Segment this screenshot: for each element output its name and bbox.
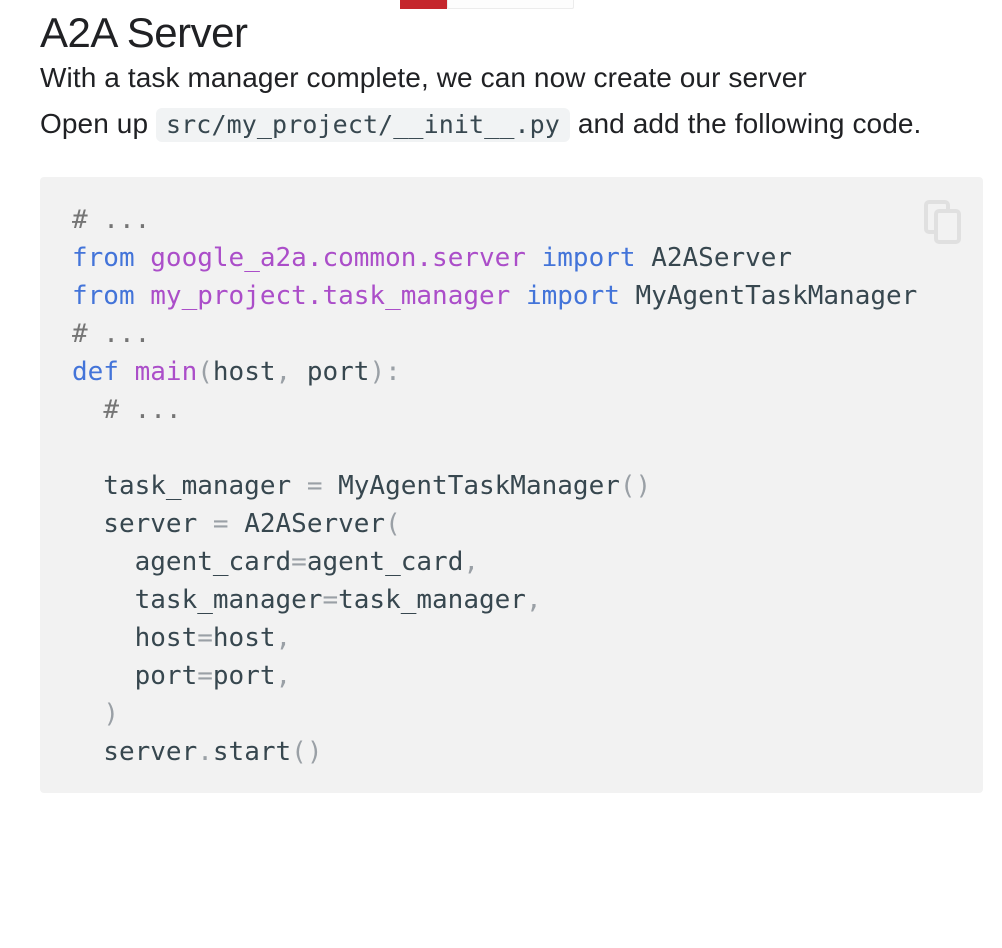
code-token-plain [526,243,542,273]
code-token-plain: A2AServer [635,243,793,273]
code-line: # ... [72,391,959,429]
paragraph-instruction-prefix: Open up [40,108,156,139]
code-token-keyword: def [72,357,119,387]
cutoff-red-fragment [400,0,447,9]
code-line: ) [72,695,959,733]
code-line: host=host, [72,619,959,657]
code-line: task_manager = MyAgentTaskManager() [72,467,959,505]
copy-code-button[interactable] [923,199,963,245]
code-token-plain: agent_card [306,547,464,577]
code-token-punct: . [197,737,213,767]
code-token-keyword: import [541,243,636,273]
code-token-plain: port [212,661,276,691]
code-token-punct: , [525,585,542,615]
cutoff-light-fragment [447,0,574,9]
code-line: from google_a2a.common.server import A2A… [72,239,959,277]
code-token-plain: MyAgentTaskManager [322,471,620,501]
cutoff-page-element [400,0,574,9]
code-line: server.start() [72,733,959,771]
code-token-plain: start [212,737,292,767]
code-token-punct: ) [103,699,119,729]
code-token-plain: host [212,623,276,653]
code-line: from my_project.task_manager import MyAg… [72,277,959,315]
code-token-punct: = [197,661,213,691]
code-line: # ... [72,201,959,239]
code-token-plain [510,281,526,311]
code-token-comment: # ... [72,319,151,349]
code-token-punct: ( [197,357,213,387]
code-line: # ... [72,315,959,353]
code-token-punct: = [306,471,323,501]
paragraph-instruction-suffix: and add the following code. [569,108,922,139]
code-token-plain [72,699,103,729]
code-token-plain [135,281,151,311]
code-block: # ... from google_a2a.common.server impor… [40,177,983,793]
code-token-plain: task_manager [72,471,307,501]
code-token-punct: = [322,585,339,615]
copy-icon [923,199,963,245]
code-token-plain [119,357,135,387]
code-token-plain: host [72,623,198,653]
code-token-name: main [134,357,198,387]
code-token-comment: # ... [72,205,151,235]
code-line [72,429,959,467]
code-token-plain: port [291,357,370,387]
code-token-name: google_a2a.common.server [150,243,526,273]
inline-code-filepath: src/my_project/__init__.py [156,108,570,142]
code-token-plain: MyAgentTaskManager [619,281,918,311]
code-token-punct: , [275,661,292,691]
code-token-plain: task_manager [72,585,323,615]
article-content: A2A Server With a task manager complete,… [40,0,983,793]
code-token-punct: () [291,737,323,767]
code-token-punct: , [463,547,480,577]
code-token-punct: = [291,547,307,577]
code-token-plain: server [72,737,198,767]
code-token-plain [72,395,103,425]
code-token-punct: , [275,357,292,387]
code-token-punct: = [212,509,229,539]
code-token-keyword: import [525,281,620,311]
page-title: A2A Server [40,9,248,56]
code-line: server = A2AServer( [72,505,959,543]
code-token-name: my_project.task_manager [150,281,511,311]
code-token-plain: server [72,509,213,539]
code-line: def main(host, port): [72,353,959,391]
code-token-keyword: from [72,243,135,273]
code-lines: # ... from google_a2a.common.server impor… [72,201,959,771]
code-token-plain [135,243,151,273]
code-line: port=port, [72,657,959,695]
code-token-plain: port [72,661,198,691]
code-token-comment: # ... [103,395,182,425]
code-token-plain: host [212,357,276,387]
paragraph-instruction: Open up src/my_project/__init__.py and a… [40,98,980,151]
code-token-punct: ( [385,509,401,539]
code-token-punct: , [275,623,292,653]
code-token-plain: agent_card [72,547,292,577]
paragraph-intro: With a task manager complete, we can now… [40,62,807,93]
code-token-keyword: from [72,281,135,311]
code-line: task_manager=task_manager, [72,581,959,619]
code-token-plain: A2AServer [228,509,386,539]
code-token-punct: ): [369,357,401,387]
code-token-punct: () [619,471,652,501]
code-token-plain: task_manager [338,585,526,615]
code-token-punct: = [197,623,213,653]
code-line: agent_card=agent_card, [72,543,959,581]
